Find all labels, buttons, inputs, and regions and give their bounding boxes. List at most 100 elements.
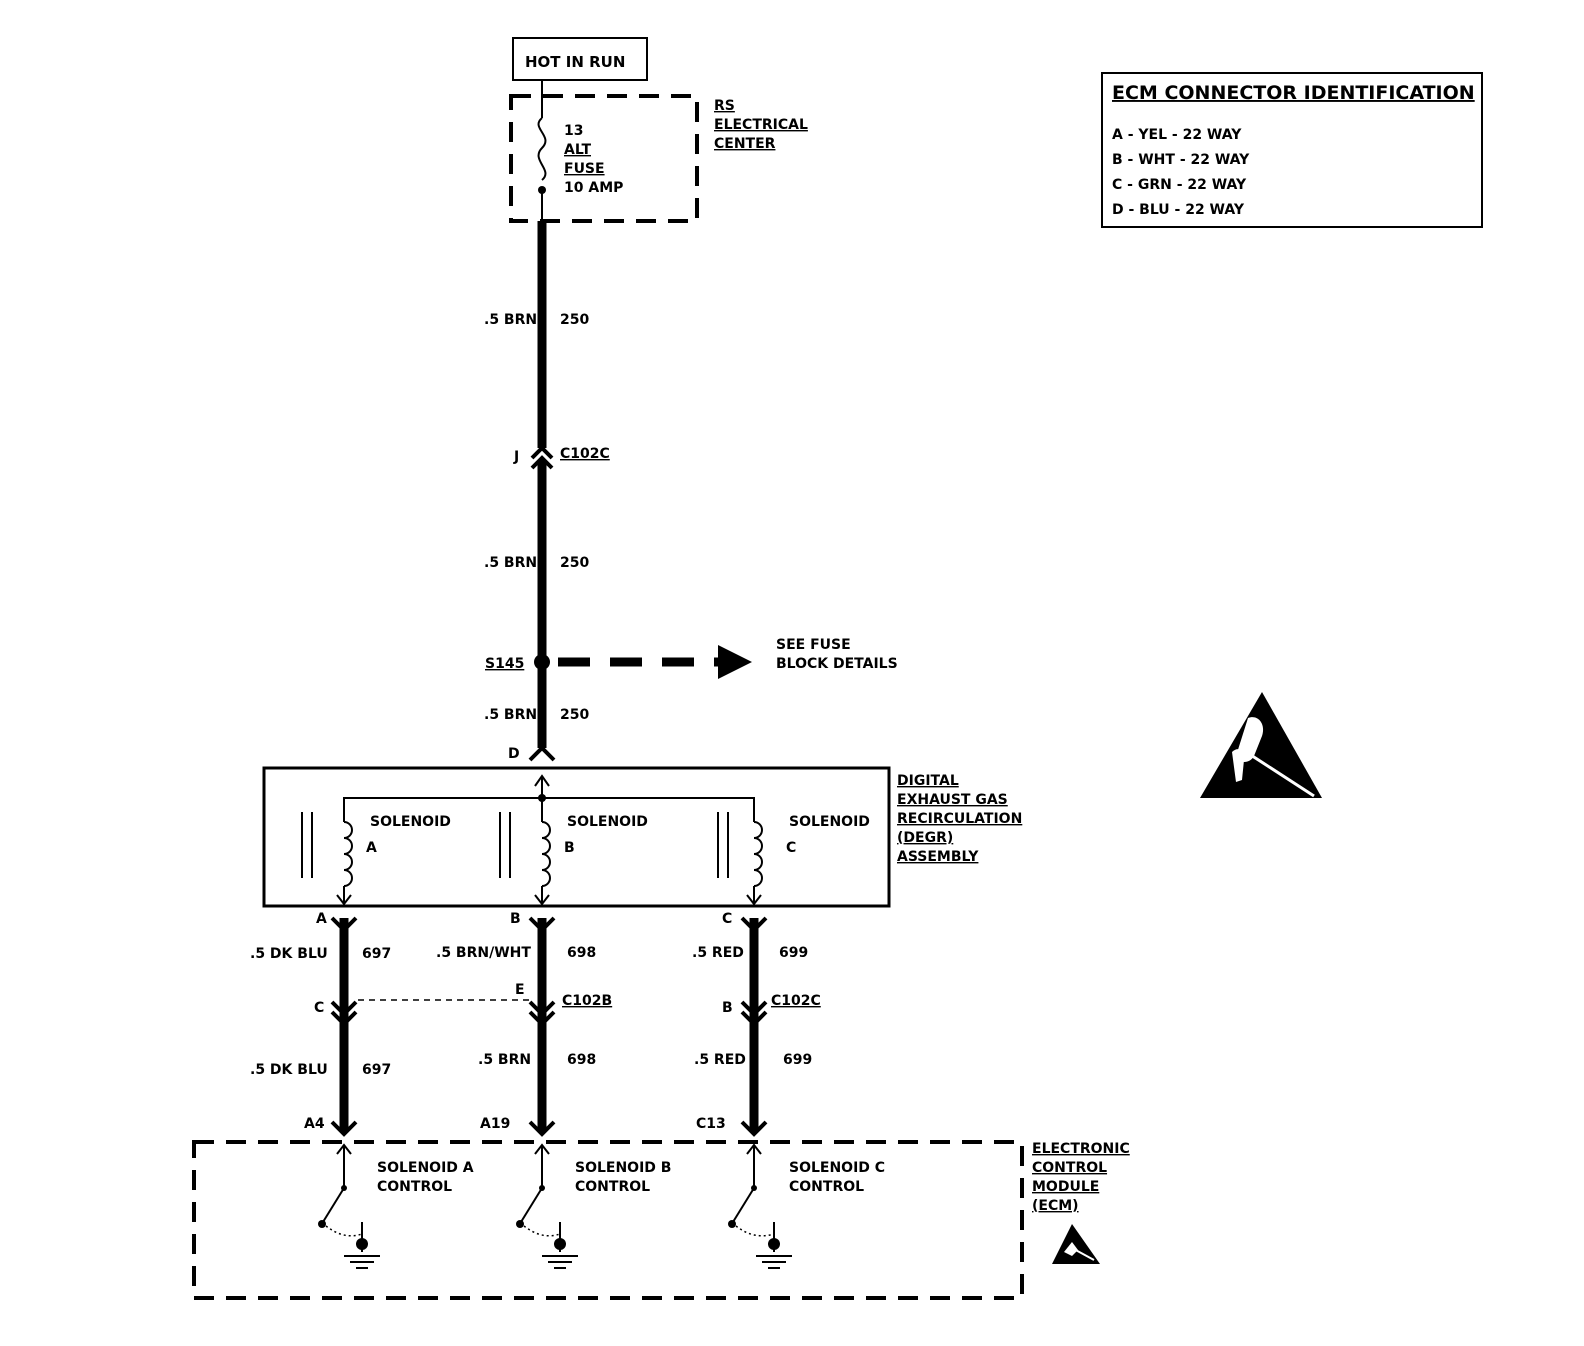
connector-chevron-icon: [528, 745, 556, 762]
seg3-circuit-label: 250: [560, 707, 589, 723]
branch-b-top-pin: B: [510, 911, 521, 927]
branch-c: C .5 RED 699 B C102C .5 RED 699 C13: [692, 911, 821, 1137]
solenoid-a-letter: A: [366, 840, 377, 856]
conn1-name: C102C: [560, 446, 610, 462]
switch-dotted-arc: [325, 1225, 363, 1237]
fuse-rating: 10 AMP: [564, 180, 623, 196]
switch-blade-icon: [520, 1187, 543, 1223]
ecm-switch-c: SOLENOID C CONTROL: [728, 1143, 885, 1269]
legend-item: A - YEL - 22 WAY: [1112, 127, 1242, 143]
ecm-box: [192, 1140, 1024, 1300]
switch-pivot: [318, 1220, 326, 1228]
fuse-name-line2: FUSE: [564, 161, 605, 177]
fuse-icon: [537, 117, 547, 181]
esd-warning-small-icon: [1052, 1224, 1100, 1264]
switch-dotted-arc: [735, 1225, 775, 1237]
center-label-line3: CENTER: [714, 136, 776, 152]
branch-b-conn-name: C102B: [562, 993, 612, 1009]
ecm-control-c-line1: SOLENOID C: [789, 1160, 885, 1176]
solenoid-b-letter: B: [564, 840, 575, 856]
legend-item: B - WHT - 22 WAY: [1112, 152, 1250, 168]
solenoid-c-word: SOLENOID: [789, 814, 870, 830]
splice-name: S145: [485, 656, 524, 672]
branch-b-ecm-pin: A19: [480, 1116, 510, 1132]
solenoid-coil-icon: [541, 821, 551, 887]
branch-b: B .5 BRN/WHT 698 E C102B .5 BRN 698 A19: [436, 911, 612, 1137]
switch-pivot: [516, 1220, 524, 1228]
solenoid-coil-icon: [343, 821, 353, 887]
hot-in-run-label: HOT IN RUN: [525, 53, 625, 71]
degr-assembly-box: [262, 766, 891, 908]
ecm-control-b-line1: SOLENOID B: [575, 1160, 671, 1176]
hot-in-run-box: [512, 37, 648, 81]
branch-c-mid-pin: B: [722, 1000, 733, 1016]
seg1-circuit-label: 250: [560, 312, 589, 328]
ecm-title-line4: (ECM): [1032, 1198, 1079, 1214]
arrow-right-icon: [718, 645, 752, 679]
branch-c-top-pin: C: [722, 911, 732, 927]
esd-warning-icon: [1200, 692, 1322, 798]
center-label-line2: ELECTRICAL: [714, 117, 808, 133]
degr-internal-bus: [343, 797, 755, 822]
degr-title-line5: ASSEMBLY: [897, 849, 979, 865]
legend-box: [1101, 72, 1483, 228]
degr-title-line3: RECIRCULATION: [897, 811, 1022, 827]
seg2-circuit-label: 250: [560, 555, 589, 571]
splice-note-line1: SEE FUSE: [776, 637, 851, 653]
branch-c-conn-name: C102C: [771, 993, 821, 1009]
connector-chevron-icon: [530, 445, 554, 460]
ecm-switch-a: SOLENOID A CONTROL: [318, 1143, 474, 1269]
legend-item: C - GRN - 22 WAY: [1112, 177, 1247, 193]
branch-b-wire1: .5 BRN/WHT: [436, 945, 531, 961]
branch-b-circuit2: 698: [567, 1052, 596, 1068]
branch-b-mid-pin: E: [515, 982, 525, 998]
branch-c-ecm-pin: C13: [696, 1116, 726, 1132]
branch-b-wire2: .5 BRN: [478, 1052, 531, 1068]
ecm-control-a-line1: SOLENOID A: [377, 1160, 474, 1176]
degr-title-line1: DIGITAL: [897, 773, 959, 789]
branch-b-circuit1: 698: [567, 945, 596, 961]
solenoid-c-letter: C: [786, 840, 796, 856]
connector-chevron-icon: [330, 1010, 358, 1027]
connector-chevron-icon: [740, 1120, 768, 1137]
fuse-name-line1: ALT: [564, 142, 591, 158]
arrow-down-icon: [746, 894, 762, 906]
ground-icon: [756, 1255, 792, 1269]
arrow-down-icon: [336, 894, 352, 906]
degr-title-line4: (DEGR): [897, 830, 953, 846]
ecm-title-line3: MODULE: [1032, 1179, 1099, 1195]
seg3-wire-label: .5 BRN: [484, 707, 537, 723]
center-label-line1: RS: [714, 98, 735, 114]
branch-a-circuit1: 697: [362, 946, 391, 962]
fuse-number: 13: [564, 123, 583, 139]
connector-chevron-icon: [528, 1000, 556, 1017]
connector-chevron-icon: [330, 1120, 358, 1137]
switch-dotted-arc: [523, 1225, 561, 1237]
connector-chevron-icon: [528, 1120, 556, 1137]
branch-a-ecm-pin: A4: [304, 1116, 325, 1132]
ecm-title-line2: CONTROL: [1032, 1160, 1107, 1176]
connector-chevron-icon: [330, 1000, 358, 1017]
branch-a-wire2: .5 DK BLU: [250, 1062, 328, 1078]
splice-note-line2: BLOCK DETAILS: [776, 656, 898, 672]
degr-title-line2: EXHAUST GAS: [897, 792, 1008, 808]
connector-chevron-icon: [740, 1000, 768, 1017]
legend-title: ECM CONNECTOR IDENTIFICATION: [1112, 82, 1475, 104]
connector-chevron-icon: [740, 1010, 768, 1027]
branch-a-top-pin: A: [316, 911, 327, 927]
branch-a-wire1: .5 DK BLU: [250, 946, 328, 962]
solenoid-b-word: SOLENOID: [567, 814, 648, 830]
switch-blade-icon: [732, 1187, 755, 1223]
connector-chevron-icon: [528, 1010, 556, 1027]
seg2-wire-label: .5 BRN: [484, 555, 537, 571]
connector-chevron-icon: [530, 455, 554, 470]
switch-blade-icon: [322, 1187, 345, 1223]
ecm-control-c-line2: CONTROL: [789, 1179, 864, 1195]
ground-icon: [344, 1255, 380, 1269]
branch-c-wire2: .5 RED: [694, 1052, 746, 1068]
ground-icon: [542, 1255, 578, 1269]
conn1-pin: J: [513, 449, 519, 465]
branch-c-circuit1: 699: [779, 945, 808, 961]
ecm-control-a-line2: CONTROL: [377, 1179, 452, 1195]
